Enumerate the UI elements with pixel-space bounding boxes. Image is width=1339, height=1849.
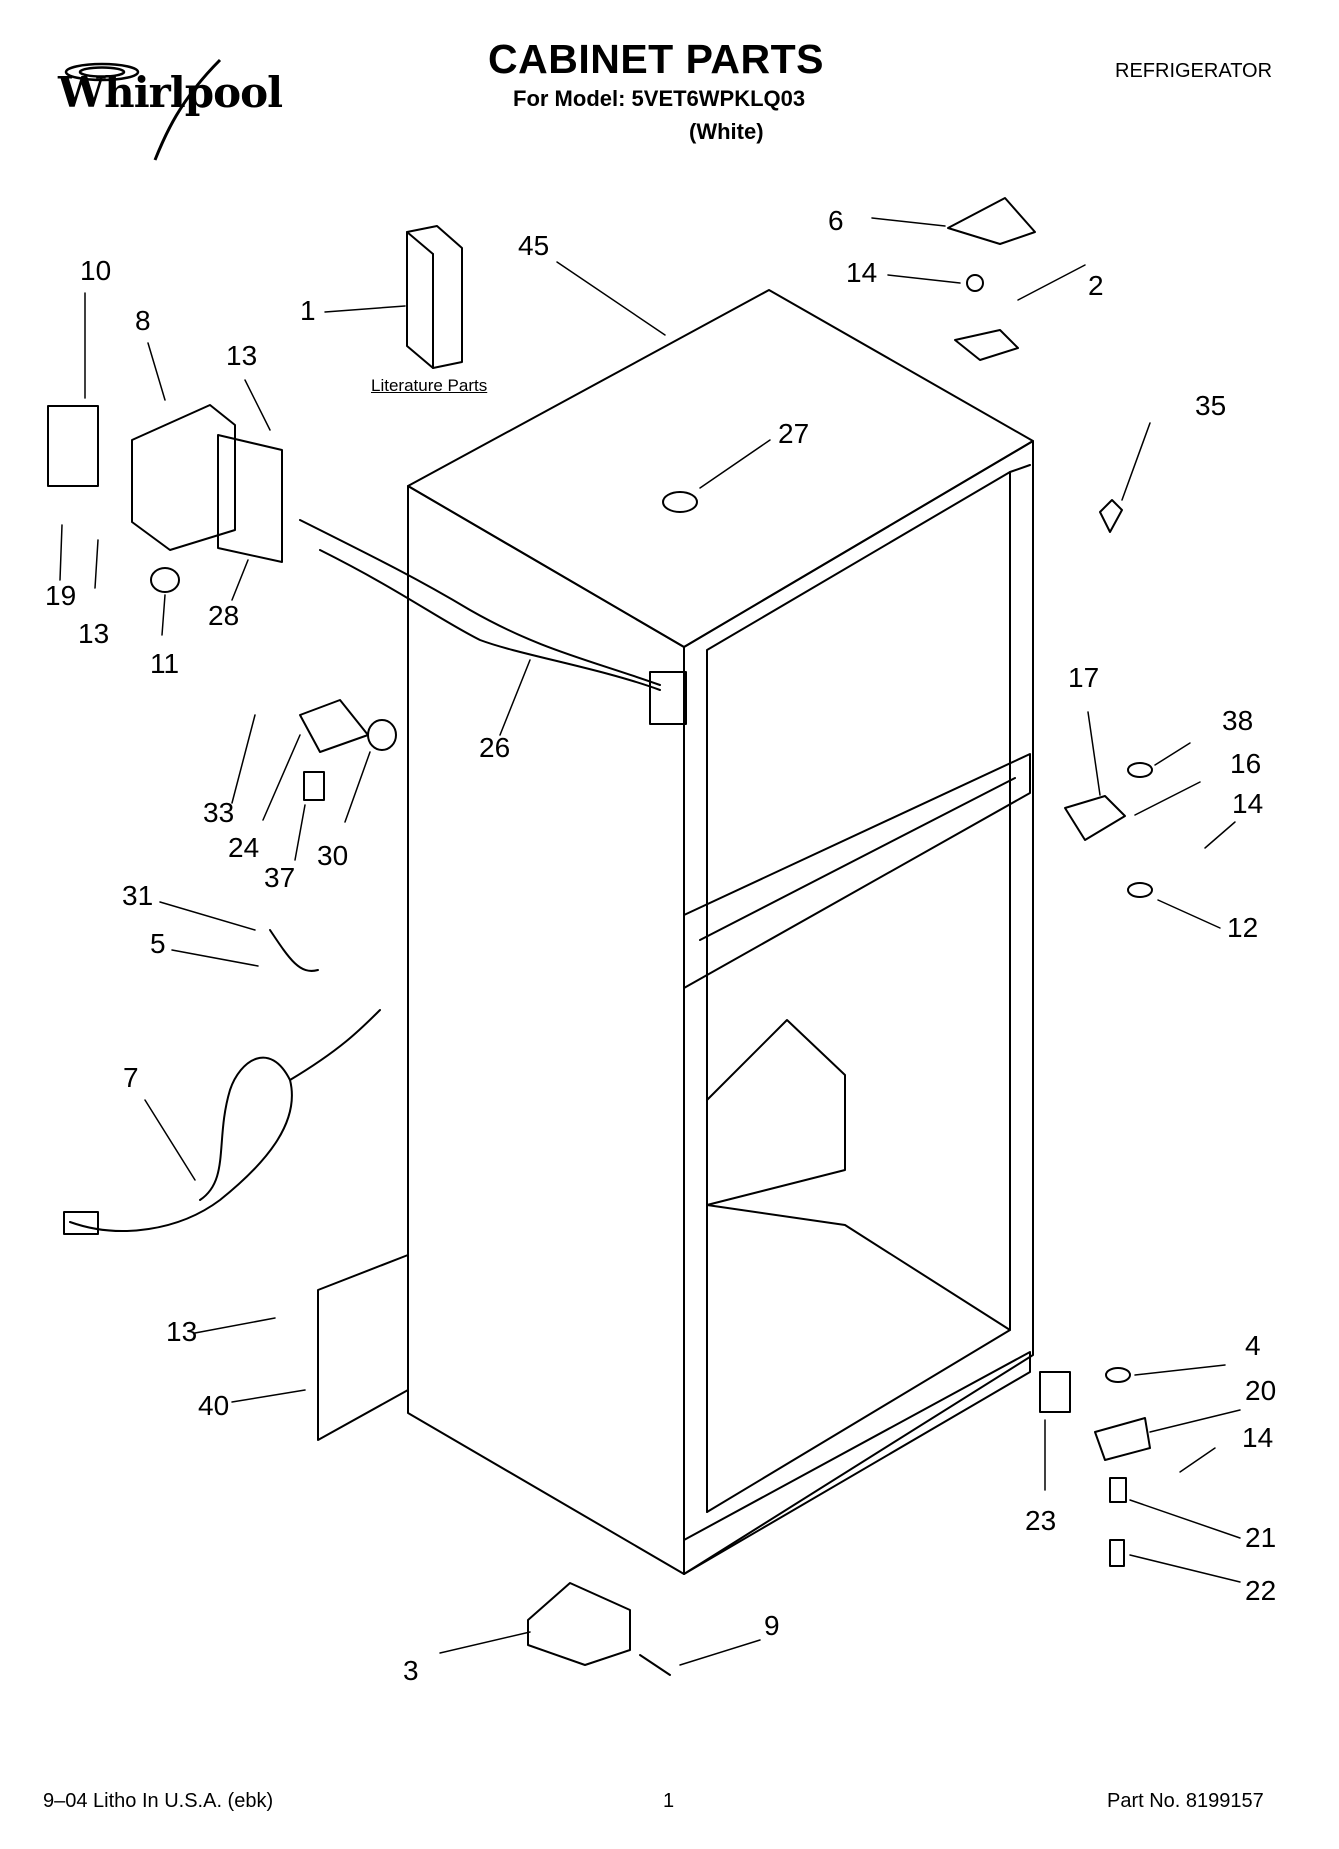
callout-9: 9 [764, 1610, 780, 1641]
access-panel [317, 1254, 409, 1441]
model-line: For Model: 5VET6WPKLQ03 [513, 86, 806, 111]
cabinet-top [407, 289, 1034, 648]
callout-11: 11 [150, 648, 180, 679]
cabinet-front-frame [683, 440, 1034, 1575]
logo-tail-stroke [153, 58, 222, 161]
callout-45: 45 [518, 230, 550, 261]
callout-10: 10 [80, 255, 112, 286]
wire-harness-2 [319, 549, 661, 691]
callout-35: 35 [1195, 390, 1227, 421]
footer-page-number: 1 [663, 1790, 675, 1812]
literature-booklet [406, 225, 463, 369]
control-housing [131, 404, 236, 551]
callout-40: 40 [198, 1390, 230, 1421]
callout-21: 21 [1245, 1522, 1277, 1553]
bottom-trim [683, 1351, 1031, 1575]
power-cord-lead [289, 1009, 381, 1081]
logo-swirl-inner [78, 66, 126, 78]
callout-14-bottom: 14 [1242, 1422, 1274, 1453]
bushing [367, 719, 397, 751]
callout-17: 17 [1068, 662, 1100, 693]
leveling-leg [527, 1582, 631, 1666]
top-hinge [954, 329, 1019, 361]
callout-6: 6 [828, 205, 844, 236]
callout-19: 19 [45, 580, 77, 611]
callout-14-center: 14 [1232, 788, 1264, 819]
callout-22: 22 [1245, 1575, 1277, 1606]
brand-wordmark: Whirlpool [58, 68, 283, 117]
literature-parts-label: Literature Parts [371, 376, 488, 395]
callout-28: 28 [208, 600, 240, 631]
spacer [303, 771, 325, 801]
grommet [150, 567, 180, 593]
leveling-screw [639, 1654, 671, 1676]
callout-12: 12 [1227, 912, 1259, 943]
bottom-hinge [1094, 1417, 1151, 1461]
callout-13-left: 13 [78, 618, 110, 649]
hinge-bolt [1109, 1539, 1125, 1567]
hinge-cap [1099, 499, 1123, 533]
callout-7: 7 [123, 1062, 139, 1093]
hinge-pin [1109, 1477, 1127, 1503]
top-edge-line [1009, 464, 1031, 473]
callout-13-top: 13 [226, 340, 258, 371]
callout-20: 20 [1245, 1375, 1277, 1406]
top-plug [662, 491, 698, 513]
callout-31: 31 [122, 880, 154, 911]
footer-part-number: Part No. 8199157 [1107, 1790, 1264, 1812]
callout-2: 2 [1088, 270, 1104, 301]
page-title: CABINET PARTS [488, 36, 825, 82]
callout-26: 26 [479, 732, 511, 763]
interior-shelf-line [706, 1204, 1011, 1331]
washer-top [1127, 762, 1153, 778]
hinge-shim [1039, 1371, 1071, 1413]
callout-37: 37 [264, 862, 296, 893]
callout-33: 33 [203, 797, 235, 828]
thermostat-bracket [299, 699, 369, 753]
center-hinge [1064, 795, 1126, 841]
plug [63, 1211, 99, 1235]
callout-8: 8 [135, 305, 151, 336]
category-label: REFRIGERATOR [1115, 60, 1273, 82]
cabinet-body [407, 289, 1034, 1575]
washer-bottom [1127, 882, 1153, 898]
interior-duct [706, 1019, 846, 1206]
callout-13-panel: 13 [166, 1316, 198, 1347]
callout-27: 27 [778, 418, 810, 449]
leader-lines [59, 217, 1241, 1666]
center-rail [683, 753, 1031, 989]
relay-part [47, 405, 99, 487]
callout-3: 3 [403, 1655, 419, 1686]
housing-cover [217, 434, 283, 563]
callout-1: 1 [300, 295, 316, 326]
callout-38: 38 [1222, 705, 1254, 736]
footer-litho: 9–04 Litho In U.S.A. (ebk) [43, 1790, 274, 1812]
callout-23: 23 [1025, 1505, 1057, 1536]
hinge-screw [966, 274, 984, 292]
callout-14-top: 14 [846, 257, 878, 288]
callout-5: 5 [150, 928, 166, 959]
callout-30: 30 [317, 840, 349, 871]
hinge-cover [947, 197, 1036, 245]
power-cord [69, 1056, 293, 1232]
callout-4: 4 [1245, 1330, 1261, 1361]
cord-clamp [269, 929, 319, 972]
washer-bottom-hinge [1105, 1367, 1131, 1383]
logo-swirl-outer [64, 62, 140, 82]
cabinet-side [407, 485, 685, 1575]
callout-24: 24 [228, 832, 260, 863]
callout-16: 16 [1230, 748, 1262, 779]
whirlpool-logo [64, 58, 222, 161]
color-line: (White) [689, 119, 764, 144]
harness-connector [649, 671, 687, 725]
cabinet-opening [706, 471, 1011, 1513]
wire-harness [299, 519, 661, 686]
rail-highlight [699, 777, 1016, 941]
